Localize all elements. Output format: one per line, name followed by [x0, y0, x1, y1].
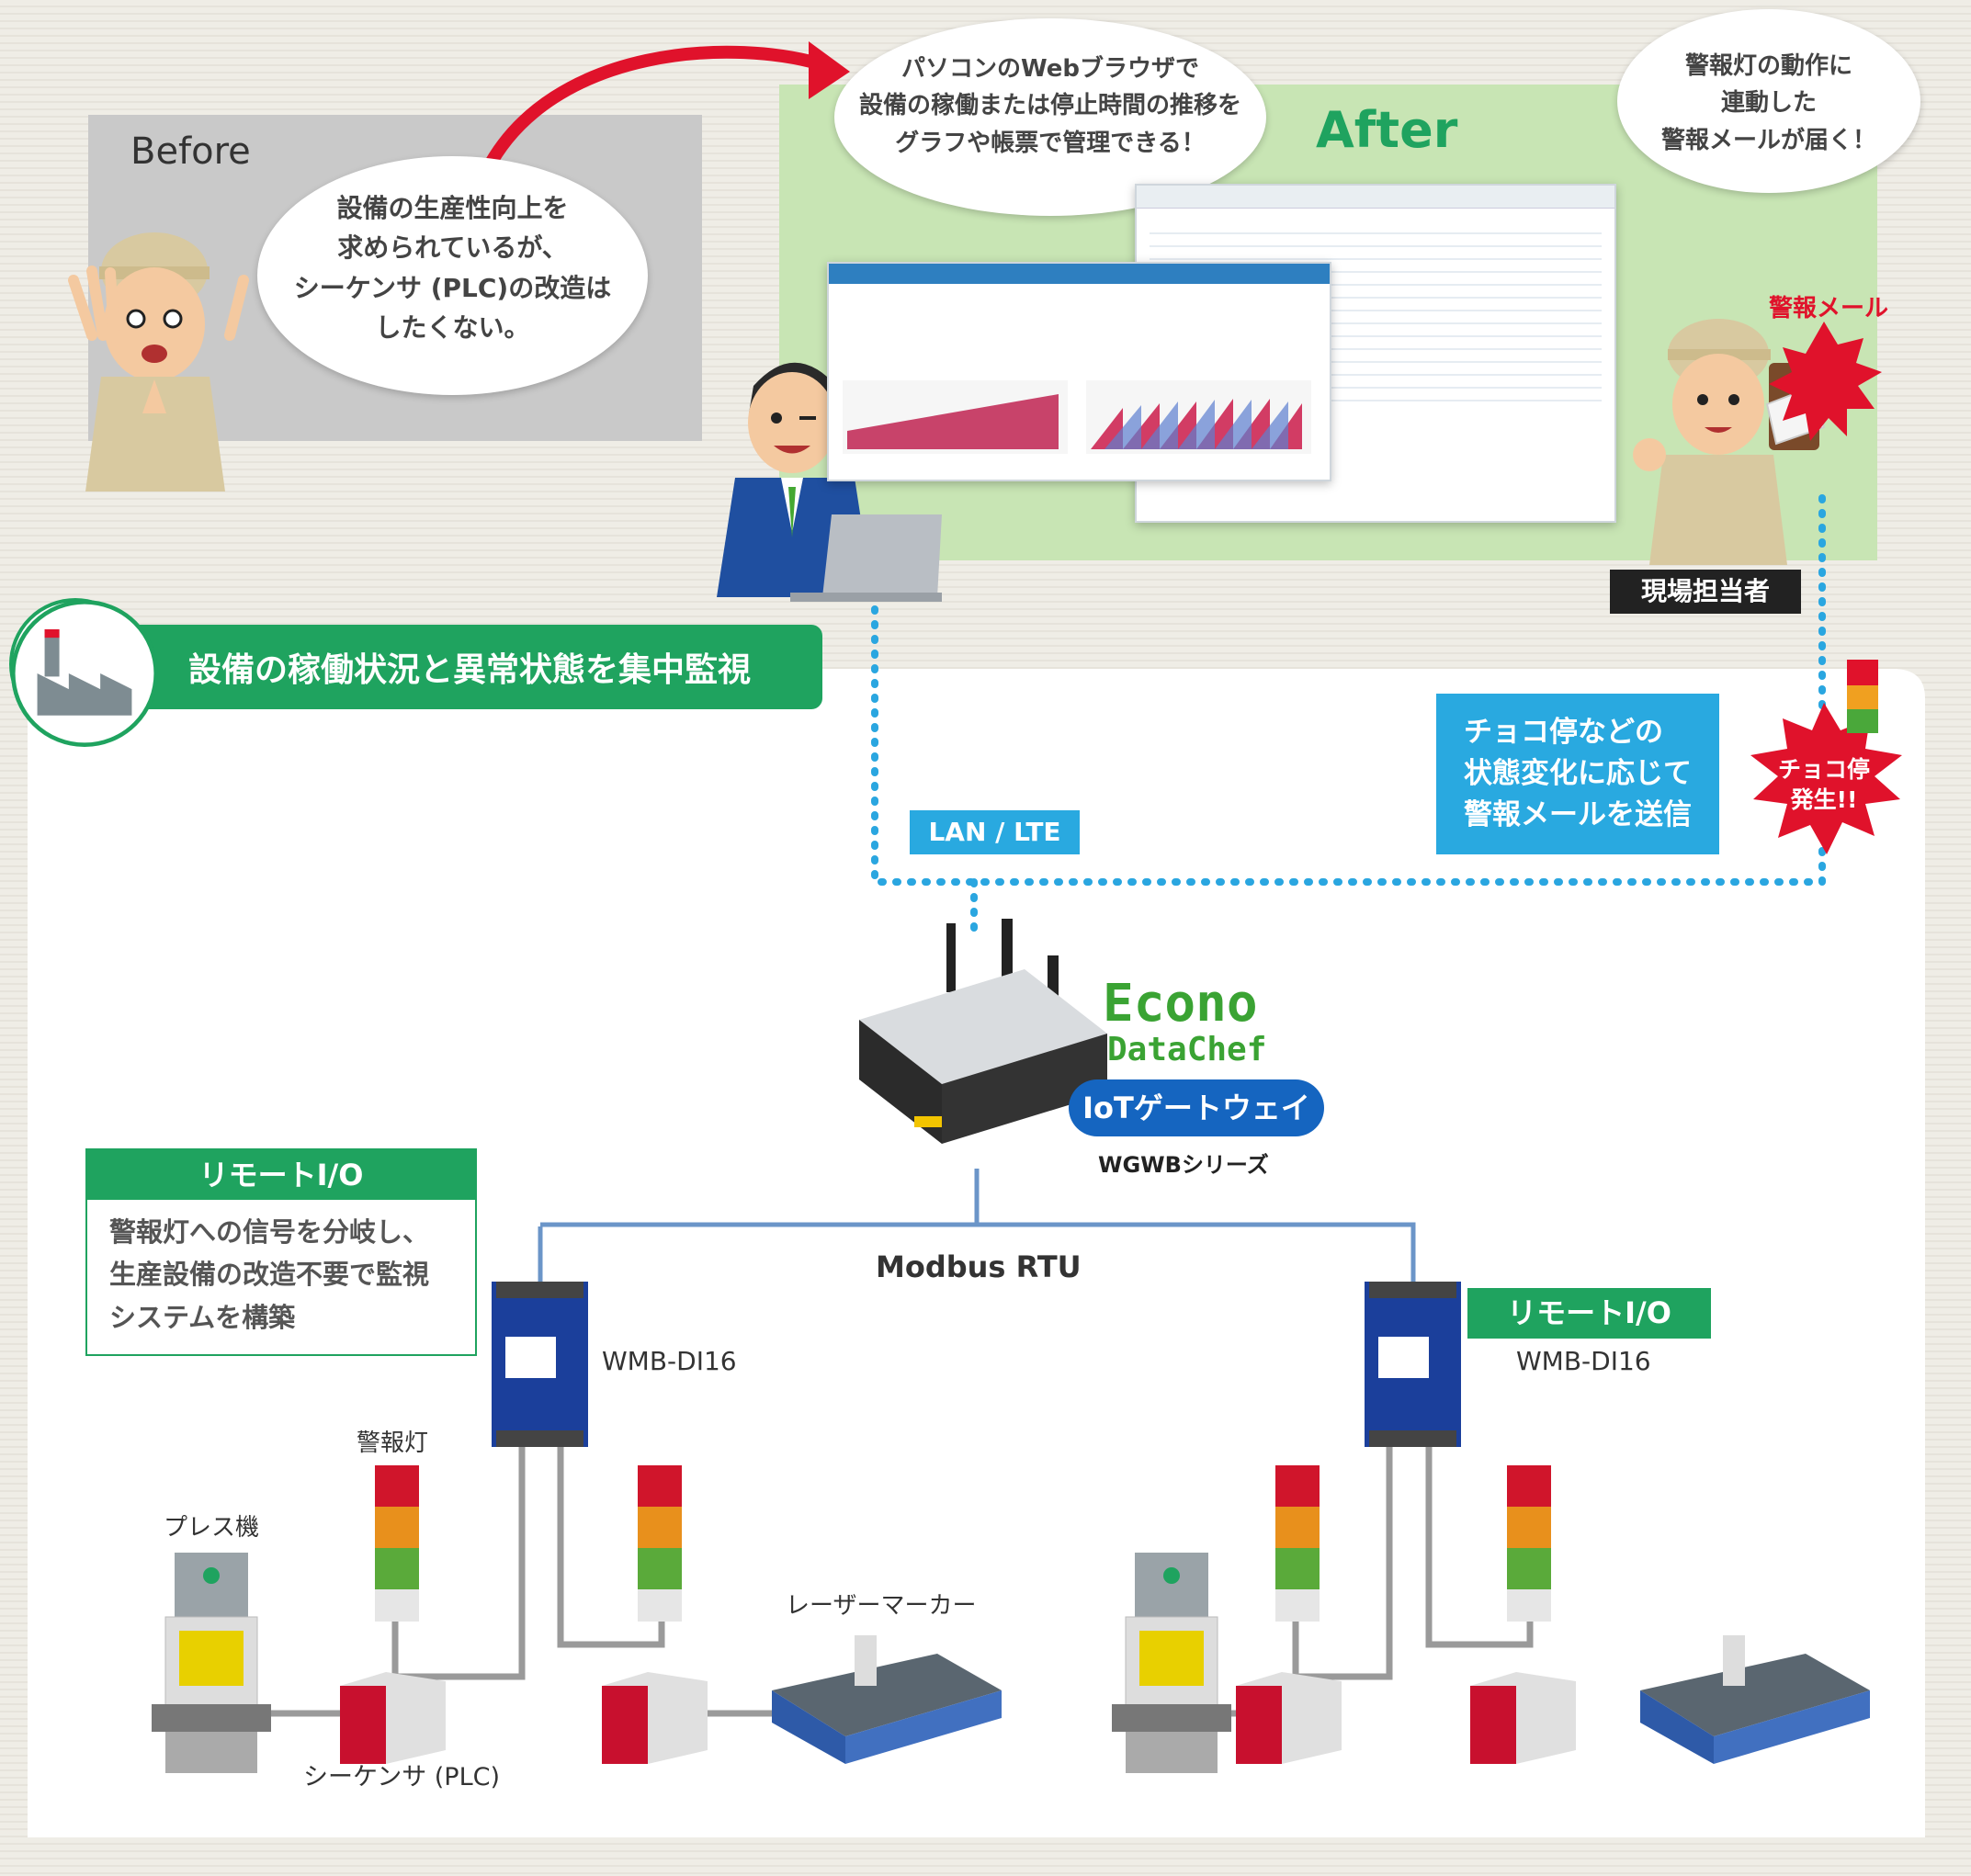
before-bubble-text: 設備の生産性向上を 求められているが、 シーケンサ (PLC)の改造は したくな… [266, 188, 639, 348]
signal-tower-2 [638, 1465, 682, 1622]
laser-label: レーザーマーカー [786, 1592, 977, 1620]
remote-io-right-device [1365, 1282, 1461, 1447]
modbus-label: Modbus RTU [876, 1249, 1082, 1284]
remote-io-right-header: リモートI/O [1467, 1288, 1711, 1339]
graph-screenshot [827, 262, 1331, 481]
alert-mail-label: 警報メール [1769, 295, 1889, 322]
remote-io-left-line-1: 警報灯への信号を分岐し、 [109, 1216, 430, 1248]
modbus-bus-line [538, 1169, 1416, 1282]
remote-io-left-header: リモートI/O [87, 1150, 475, 1200]
red-arrow [481, 45, 830, 174]
mail-line-3: 警報メールが届く！ [1660, 126, 1876, 154]
before-line-2: 求められているが、 [337, 232, 568, 264]
choko-burst-text: チョコ停 発生!! [1760, 755, 1888, 815]
press-machine-right [1112, 1553, 1231, 1773]
warning-light-label: 警報灯 [357, 1430, 429, 1457]
remote-io-left-line-3: システムを構築 [109, 1301, 296, 1333]
laptop [822, 514, 942, 597]
burst-line-1: チョコ停 [1777, 756, 1870, 783]
burst-line-2: 発生!! [1790, 785, 1858, 813]
alert-box-line-2: 状態変化に応じて [1464, 756, 1692, 790]
signal-tower-3 [1275, 1465, 1320, 1622]
lan-lte-label: LAN / LTE [910, 810, 1080, 854]
before-line-4: したくない。 [375, 312, 530, 344]
alert-mail-burst [1769, 322, 1882, 441]
before-bubble [257, 156, 648, 395]
remote-io-left-line-2: 生産設備の改造不要で監視 [109, 1259, 430, 1291]
gateway-device [859, 919, 1107, 1144]
red-arrow-head [809, 41, 850, 99]
choko-burst [1750, 703, 1902, 854]
remote-io-left-card: リモートI/O 警報灯への信号を分岐し、 生産設備の改造不要で監視 システムを構… [85, 1148, 477, 1356]
signal-tower-1 [375, 1465, 419, 1622]
plc-label: シーケンサ (PLC) [303, 1763, 501, 1791]
remote-io-left-body: 警報灯への信号を分岐し、 生産設備の改造不要で監視 システムを構築 [87, 1200, 475, 1350]
after-title: After [1316, 101, 1458, 159]
browser-line-3: グラフや帳票で管理できる！ [895, 129, 1206, 157]
browser-line-1: パソコンのWebブラウザで [901, 55, 1199, 83]
browser-bubble [834, 18, 1266, 216]
alert-box-line-1: チョコ停などの [1464, 716, 1663, 749]
datachef-logo: DataChef [1107, 1031, 1267, 1068]
browser-line-2: 設備の稼働または停止時間の推移を [858, 92, 1241, 120]
plc-1 [340, 1672, 446, 1764]
econo-logo: Econo [1103, 974, 1258, 1034]
remote-io-left-model: WMB-DI16 [602, 1346, 737, 1376]
report-screenshot [1135, 184, 1616, 523]
before-title: Before [130, 130, 251, 173]
alert-box-line-3: 警報メールを送信 [1464, 797, 1692, 831]
alert-signal-tower [1847, 660, 1878, 733]
gateway-series: WGWBシリーズ [1098, 1152, 1269, 1178]
mail-line-1: 警報灯の動作に [1684, 52, 1852, 80]
press-machine-left [152, 1553, 271, 1773]
browser-bubble-text: パソコンのWebブラウザで 設備の稼働または停止時間の推移を グラフや帳票で管理… [841, 51, 1260, 162]
laser-marker-left [772, 1635, 1002, 1764]
mail-bubble-text: 警報灯の動作に 連動した 警報メールが届く！ [1626, 48, 1911, 159]
factory-icon-front [11, 600, 158, 747]
alert-mail-box: チョコ停などの 状態変化に応じて 警報メールを送信 [1436, 694, 1719, 854]
remote-io-right-model: WMB-DI16 [1516, 1346, 1651, 1376]
signal-tower-4 [1507, 1465, 1551, 1622]
press-label: プレス機 [164, 1514, 260, 1542]
remote-io-left-device [492, 1282, 588, 1447]
mail-bubble [1617, 9, 1920, 193]
plc-2 [602, 1672, 708, 1764]
before-line-1: 設備の生産性向上を [336, 193, 569, 223]
worried-worker [68, 232, 249, 492]
network-dotted-lines [871, 492, 1826, 941]
laser-marker-right [1640, 1635, 1870, 1764]
mail-line-2: 連動した [1720, 89, 1817, 118]
iot-gateway-pill: IoTゲートウェイ [1069, 1079, 1324, 1136]
monitoring-banner-title: 設備の稼働状況と異常状態を集中監視 [188, 651, 752, 689]
before-line-3: シーケンサ (PLC)の改造は [293, 272, 612, 303]
plc-4 [1470, 1672, 1576, 1764]
monitoring-banner: 設備の稼働状況と異常状態を集中監視 [106, 625, 822, 709]
plc-3 [1236, 1672, 1342, 1764]
site-staff-label: 現場担当者 [1610, 570, 1801, 614]
